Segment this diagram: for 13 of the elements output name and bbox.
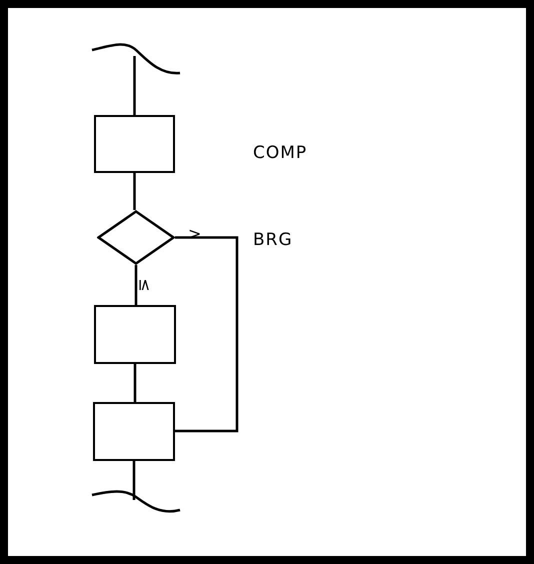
process-box (93, 402, 175, 461)
connector-line (133, 56, 136, 115)
step-label: BRG (253, 232, 293, 249)
step-label: COMP (253, 145, 308, 162)
connector-line (134, 265, 138, 305)
process-box (94, 115, 175, 173)
connector-line (133, 173, 136, 210)
process-box (94, 305, 176, 364)
edge-label: ≤ (136, 278, 153, 292)
connector-line (132, 461, 136, 500)
decision-diamond (97, 210, 175, 265)
connector-line (134, 364, 136, 402)
connector-line (175, 236, 238, 432)
